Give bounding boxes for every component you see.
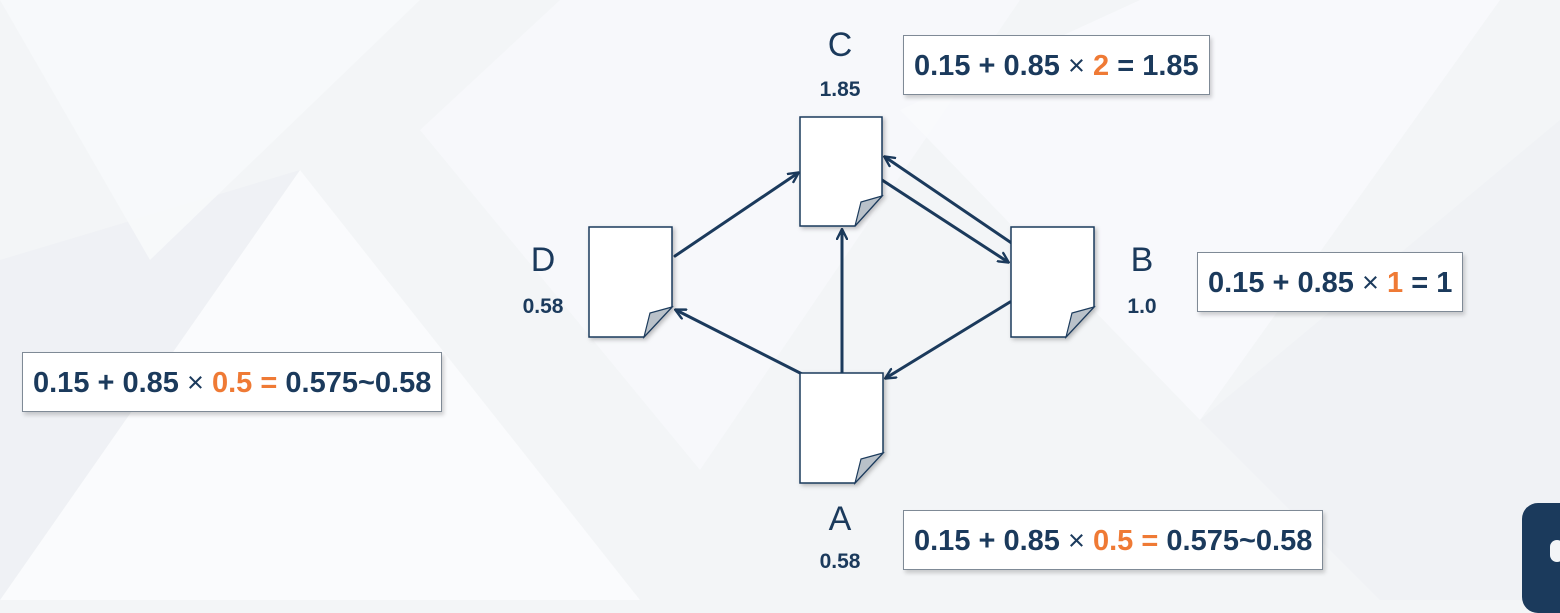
formula-c-base: 0.15 + 0.85 <box>914 50 1060 82</box>
document-c-icon <box>799 116 884 227</box>
corner-nav-tab-dot-icon <box>1550 540 1560 562</box>
formula-b: 0.15 + 0.85 × 1 = 1 <box>1197 252 1464 312</box>
formula-c-eq: = <box>1117 50 1135 82</box>
formula-a-times: × <box>1068 525 1085 557</box>
node-b-score: 1.0 <box>1127 295 1157 318</box>
document-d-icon <box>588 226 674 340</box>
edge-a-to-d <box>676 310 808 378</box>
formula-c-times: × <box>1068 50 1085 82</box>
formula-d-base: 0.15 + 0.85 <box>33 367 179 399</box>
node-c-label: C <box>827 26 853 64</box>
node-c-score: 1.85 <box>819 78 861 101</box>
formula-a-factor: 0.5 <box>1093 525 1134 557</box>
formula-d-times: × <box>187 367 204 399</box>
node-b-label: B <box>1130 241 1154 279</box>
formula-d-eq: = <box>260 367 278 399</box>
node-d-score: 0.58 <box>522 295 564 318</box>
formula-a-base: 0.15 + 0.85 <box>914 525 1060 557</box>
node-a-label: A <box>828 500 852 538</box>
document-b-icon <box>1010 226 1096 340</box>
formula-d-result: 0.575~0.58 <box>285 367 432 399</box>
node-d-label: D <box>530 241 556 279</box>
formula-a: 0.15 + 0.85 × 0.5 = 0.575~0.58 <box>903 510 1324 570</box>
formula-d-factor: 0.5 <box>212 367 253 399</box>
formula-c: 0.15 + 0.85 × 2 = 1.85 <box>903 35 1210 95</box>
pagerank-graph <box>588 116 1096 486</box>
formula-a-eq: = <box>1141 525 1159 557</box>
document-a-icon <box>799 372 885 486</box>
formula-b-result: 1 <box>1436 267 1453 299</box>
formula-b-base: 0.15 + 0.85 <box>1208 267 1354 299</box>
edge-b-to-c <box>885 157 1015 246</box>
formula-b-times: × <box>1362 267 1379 299</box>
formula-c-factor: 2 <box>1093 50 1110 82</box>
formula-a-result: 0.575~0.58 <box>1166 525 1313 557</box>
edge-b-to-a <box>886 300 1012 378</box>
formula-d: 0.15 + 0.85 × 0.5 = 0.575~0.58 <box>22 352 443 412</box>
edge-c-to-b <box>880 178 1008 262</box>
formula-c-result: 1.85 <box>1142 50 1199 82</box>
node-a-score: 0.58 <box>819 550 861 573</box>
edge-d-to-c <box>673 173 798 258</box>
formula-b-factor: 1 <box>1387 267 1404 299</box>
formula-b-eq: = <box>1411 267 1429 299</box>
